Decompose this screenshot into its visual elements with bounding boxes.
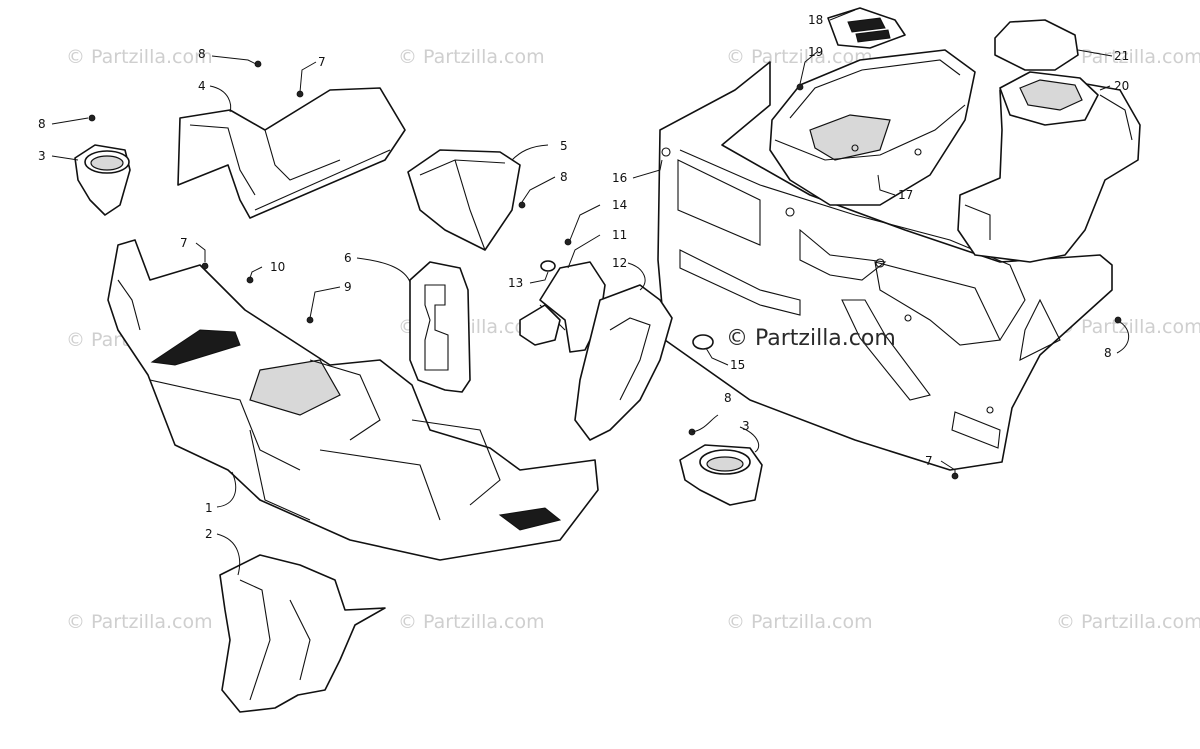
callout-6: 6 <box>344 251 352 265</box>
callout-3: 3 <box>38 149 46 163</box>
part-15-plug <box>692 334 714 350</box>
callout-17: 17 <box>898 188 913 202</box>
part-2-side-panel <box>219 554 386 713</box>
callout-2: 2 <box>205 527 213 541</box>
watermark: © Partzilla.com <box>66 46 213 68</box>
part-21-small-lid <box>994 19 1079 71</box>
watermark: © Partzilla.com <box>66 611 213 633</box>
callout-3: 3 <box>742 419 750 433</box>
watermark-layer: © Partzilla.com © Partzilla.com © Partzi… <box>66 46 1200 633</box>
watermark: © Partzilla.com <box>1056 611 1200 633</box>
part-17-storage-bin <box>769 49 976 206</box>
watermark: © Partzilla.com <box>398 611 545 633</box>
callout-19: 19 <box>808 45 823 59</box>
part-18-bin-lid <box>827 7 906 49</box>
callout-10: 10 <box>270 260 285 274</box>
callout-8: 8 <box>38 117 46 131</box>
callout-8: 8 <box>724 391 732 405</box>
callout-13: 13 <box>508 276 523 290</box>
callout-8: 8 <box>198 47 206 61</box>
part-4-tunnel-cover <box>177 87 406 219</box>
callout-1: 1 <box>205 501 213 515</box>
callout-7: 7 <box>925 454 933 468</box>
part-20-console-tower <box>957 71 1141 263</box>
callout-20: 20 <box>1114 79 1129 93</box>
part-8-bolt <box>1114 316 1122 324</box>
part-3-cup-holder-right <box>679 444 763 506</box>
callout-labels: 1 2 3 3 4 5 6 7 7 7 8 8 8 8 8 8 9 10 11 … <box>38 13 1129 541</box>
callout-7: 7 <box>318 55 326 69</box>
callout-16: 16 <box>612 171 627 185</box>
callout-7: 7 <box>180 236 188 250</box>
part-13-grommet <box>540 260 556 272</box>
watermark: © Partzilla.com <box>1056 46 1200 68</box>
watermark: © Partzilla.com <box>726 46 873 68</box>
leader-lines <box>51 9 1130 576</box>
callout-21: 21 <box>1114 49 1129 63</box>
part-14-screw <box>564 238 572 246</box>
callout-9: 9 <box>344 280 352 294</box>
watermark: © Partzilla.com <box>1056 316 1200 338</box>
callout-8: 8 <box>560 170 568 184</box>
callout-18: 18 <box>808 13 823 27</box>
watermark: © Partzilla.com <box>726 611 873 633</box>
part-8-bolt <box>518 201 526 209</box>
part-6-shifter-plate <box>409 261 471 393</box>
part-5-bin-tray <box>407 149 521 251</box>
callout-5: 5 <box>560 139 568 153</box>
callout-12: 12 <box>612 256 627 270</box>
part-3-cup-holder-left <box>74 144 131 216</box>
part-12-bracket <box>519 304 561 346</box>
part-19-screw <box>796 83 804 91</box>
part-12-trim-panel <box>574 284 673 441</box>
callout-15: 15 <box>730 358 745 372</box>
part-7-screw <box>201 262 209 270</box>
callout-8: 8 <box>1104 346 1112 360</box>
callout-4: 4 <box>198 79 206 93</box>
part-1-floor-panel <box>107 239 599 561</box>
part-8-bolt <box>88 114 96 122</box>
part-16-dash-panel <box>657 61 1113 471</box>
callout-14: 14 <box>612 198 627 212</box>
watermark: © Partzilla.com <box>398 46 545 68</box>
callout-11: 11 <box>612 228 627 242</box>
center-watermark: © Partzilla.com <box>726 326 896 351</box>
